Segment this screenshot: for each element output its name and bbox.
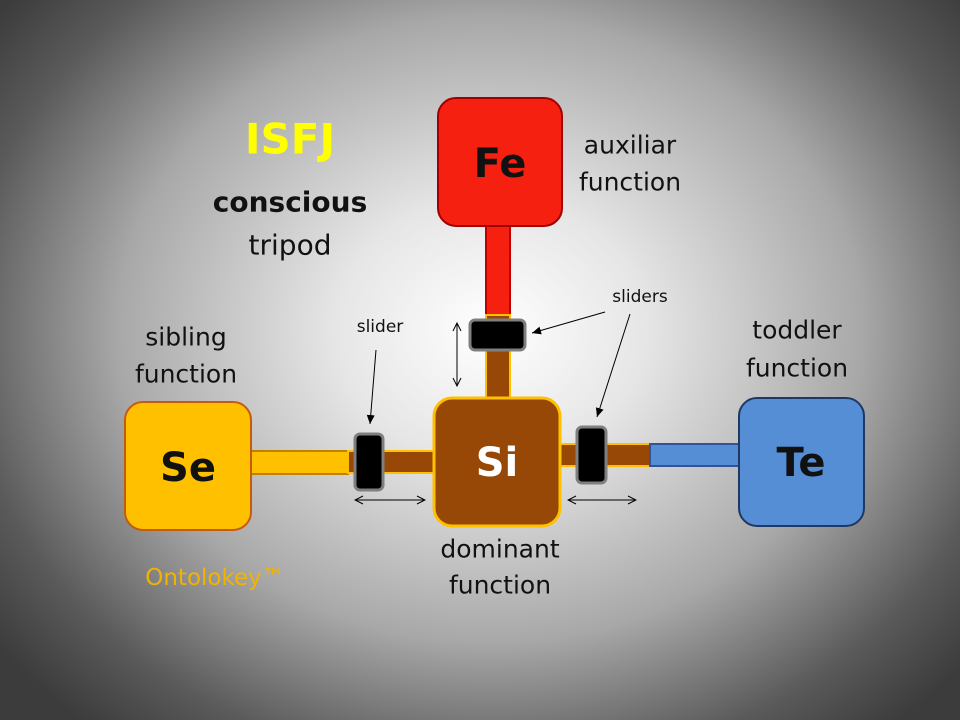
dominant-label-2: function xyxy=(448,570,552,600)
subtitle-tripod: tripod xyxy=(248,228,332,262)
te-box xyxy=(738,397,865,527)
fe-code: Fe xyxy=(473,141,527,187)
si-code: Si xyxy=(475,440,519,486)
subtitle-conscious: conscious xyxy=(212,185,368,219)
slider-pointer-arrow xyxy=(366,349,377,425)
slider-top[interactable] xyxy=(468,318,527,352)
fe-stem xyxy=(485,223,511,317)
dominant-label-1: dominant xyxy=(440,534,560,564)
sibling-label-2: function xyxy=(134,359,238,389)
auxiliar-label-2: function xyxy=(578,167,682,197)
toddler-label-2: function xyxy=(745,353,849,383)
sibling-label-1: sibling xyxy=(145,322,227,352)
type-title: ISFJ xyxy=(244,114,336,164)
se-code: Se xyxy=(160,445,216,491)
se-bar xyxy=(250,450,349,475)
si-box xyxy=(432,396,562,528)
se-box xyxy=(124,401,252,531)
auxiliar-label-1: auxiliar xyxy=(583,130,677,160)
sliders-pointer-arrow-right xyxy=(595,313,631,418)
slider-right[interactable] xyxy=(575,425,608,485)
fe-box xyxy=(437,97,563,227)
brand-text: Ontolokey™ xyxy=(145,564,285,591)
slider-label: slider xyxy=(356,317,404,338)
toddler-label-1: toddler xyxy=(752,315,842,345)
te-bar xyxy=(649,443,743,467)
slider-left[interactable] xyxy=(353,432,385,492)
sliders-label: sliders xyxy=(612,287,668,308)
te-code: Te xyxy=(776,440,826,486)
sliders-pointer-arrow-top xyxy=(531,311,606,335)
